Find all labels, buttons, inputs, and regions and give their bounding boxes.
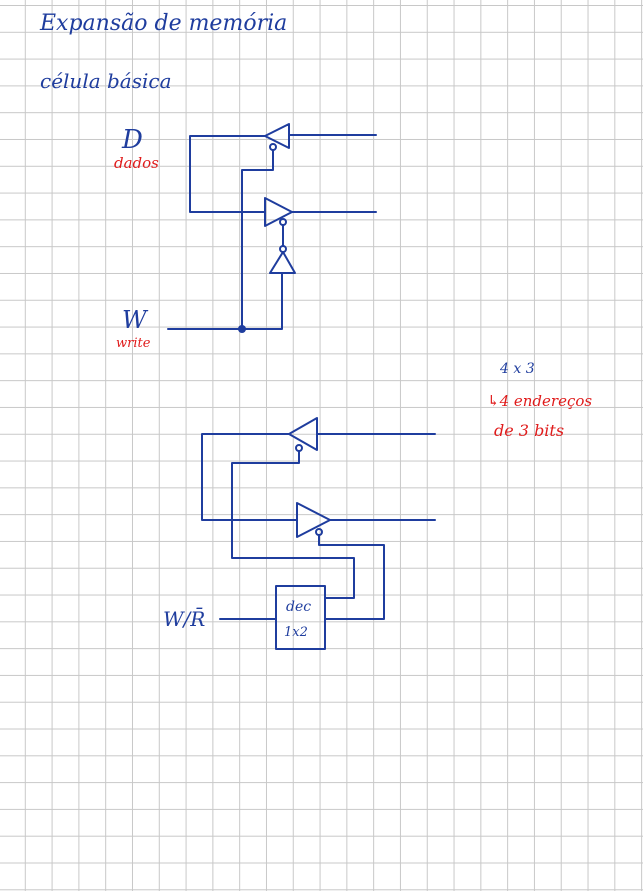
- page-subtitle: célula básica: [40, 69, 172, 93]
- inverter: [269, 251, 296, 274]
- data-label: D: [121, 125, 143, 155]
- write-buffer: [264, 197, 293, 227]
- read-enable-wire: [241, 149, 274, 330]
- note-line-2: de 3 bits: [494, 421, 564, 440]
- size-note: 4 x 3 ↳4 endereços de 3 bits: [487, 361, 592, 440]
- junction-dot: [238, 325, 246, 333]
- feedback-wire-2: [201, 433, 298, 521]
- wr-label: W/R̄: [163, 606, 205, 631]
- memory-size: 4 x 3: [499, 361, 535, 377]
- read-buffer: [264, 123, 290, 149]
- read-enable-wire-2: [231, 450, 355, 599]
- decoder-circuit: dec 1x2 W/R̄: [163, 417, 436, 650]
- decoder-label: dec: [286, 599, 311, 615]
- basic-cell-circuit: D dados W write: [114, 123, 377, 351]
- read-buffer-2: [288, 417, 318, 451]
- write-label: W: [122, 306, 149, 334]
- decoder-block: [275, 585, 326, 650]
- note-line-1: ↳4 endereços: [487, 392, 592, 410]
- write-buffer-2: [296, 502, 331, 538]
- feedback-wire: [189, 135, 266, 213]
- decoder-size: 1x2: [284, 625, 308, 640]
- write-input-wire: [167, 272, 283, 330]
- page-title: Expansão de memória: [39, 11, 287, 36]
- write-enable-wire-2: [318, 534, 385, 620]
- write-caption: write: [116, 336, 151, 351]
- data-caption: dados: [114, 154, 159, 172]
